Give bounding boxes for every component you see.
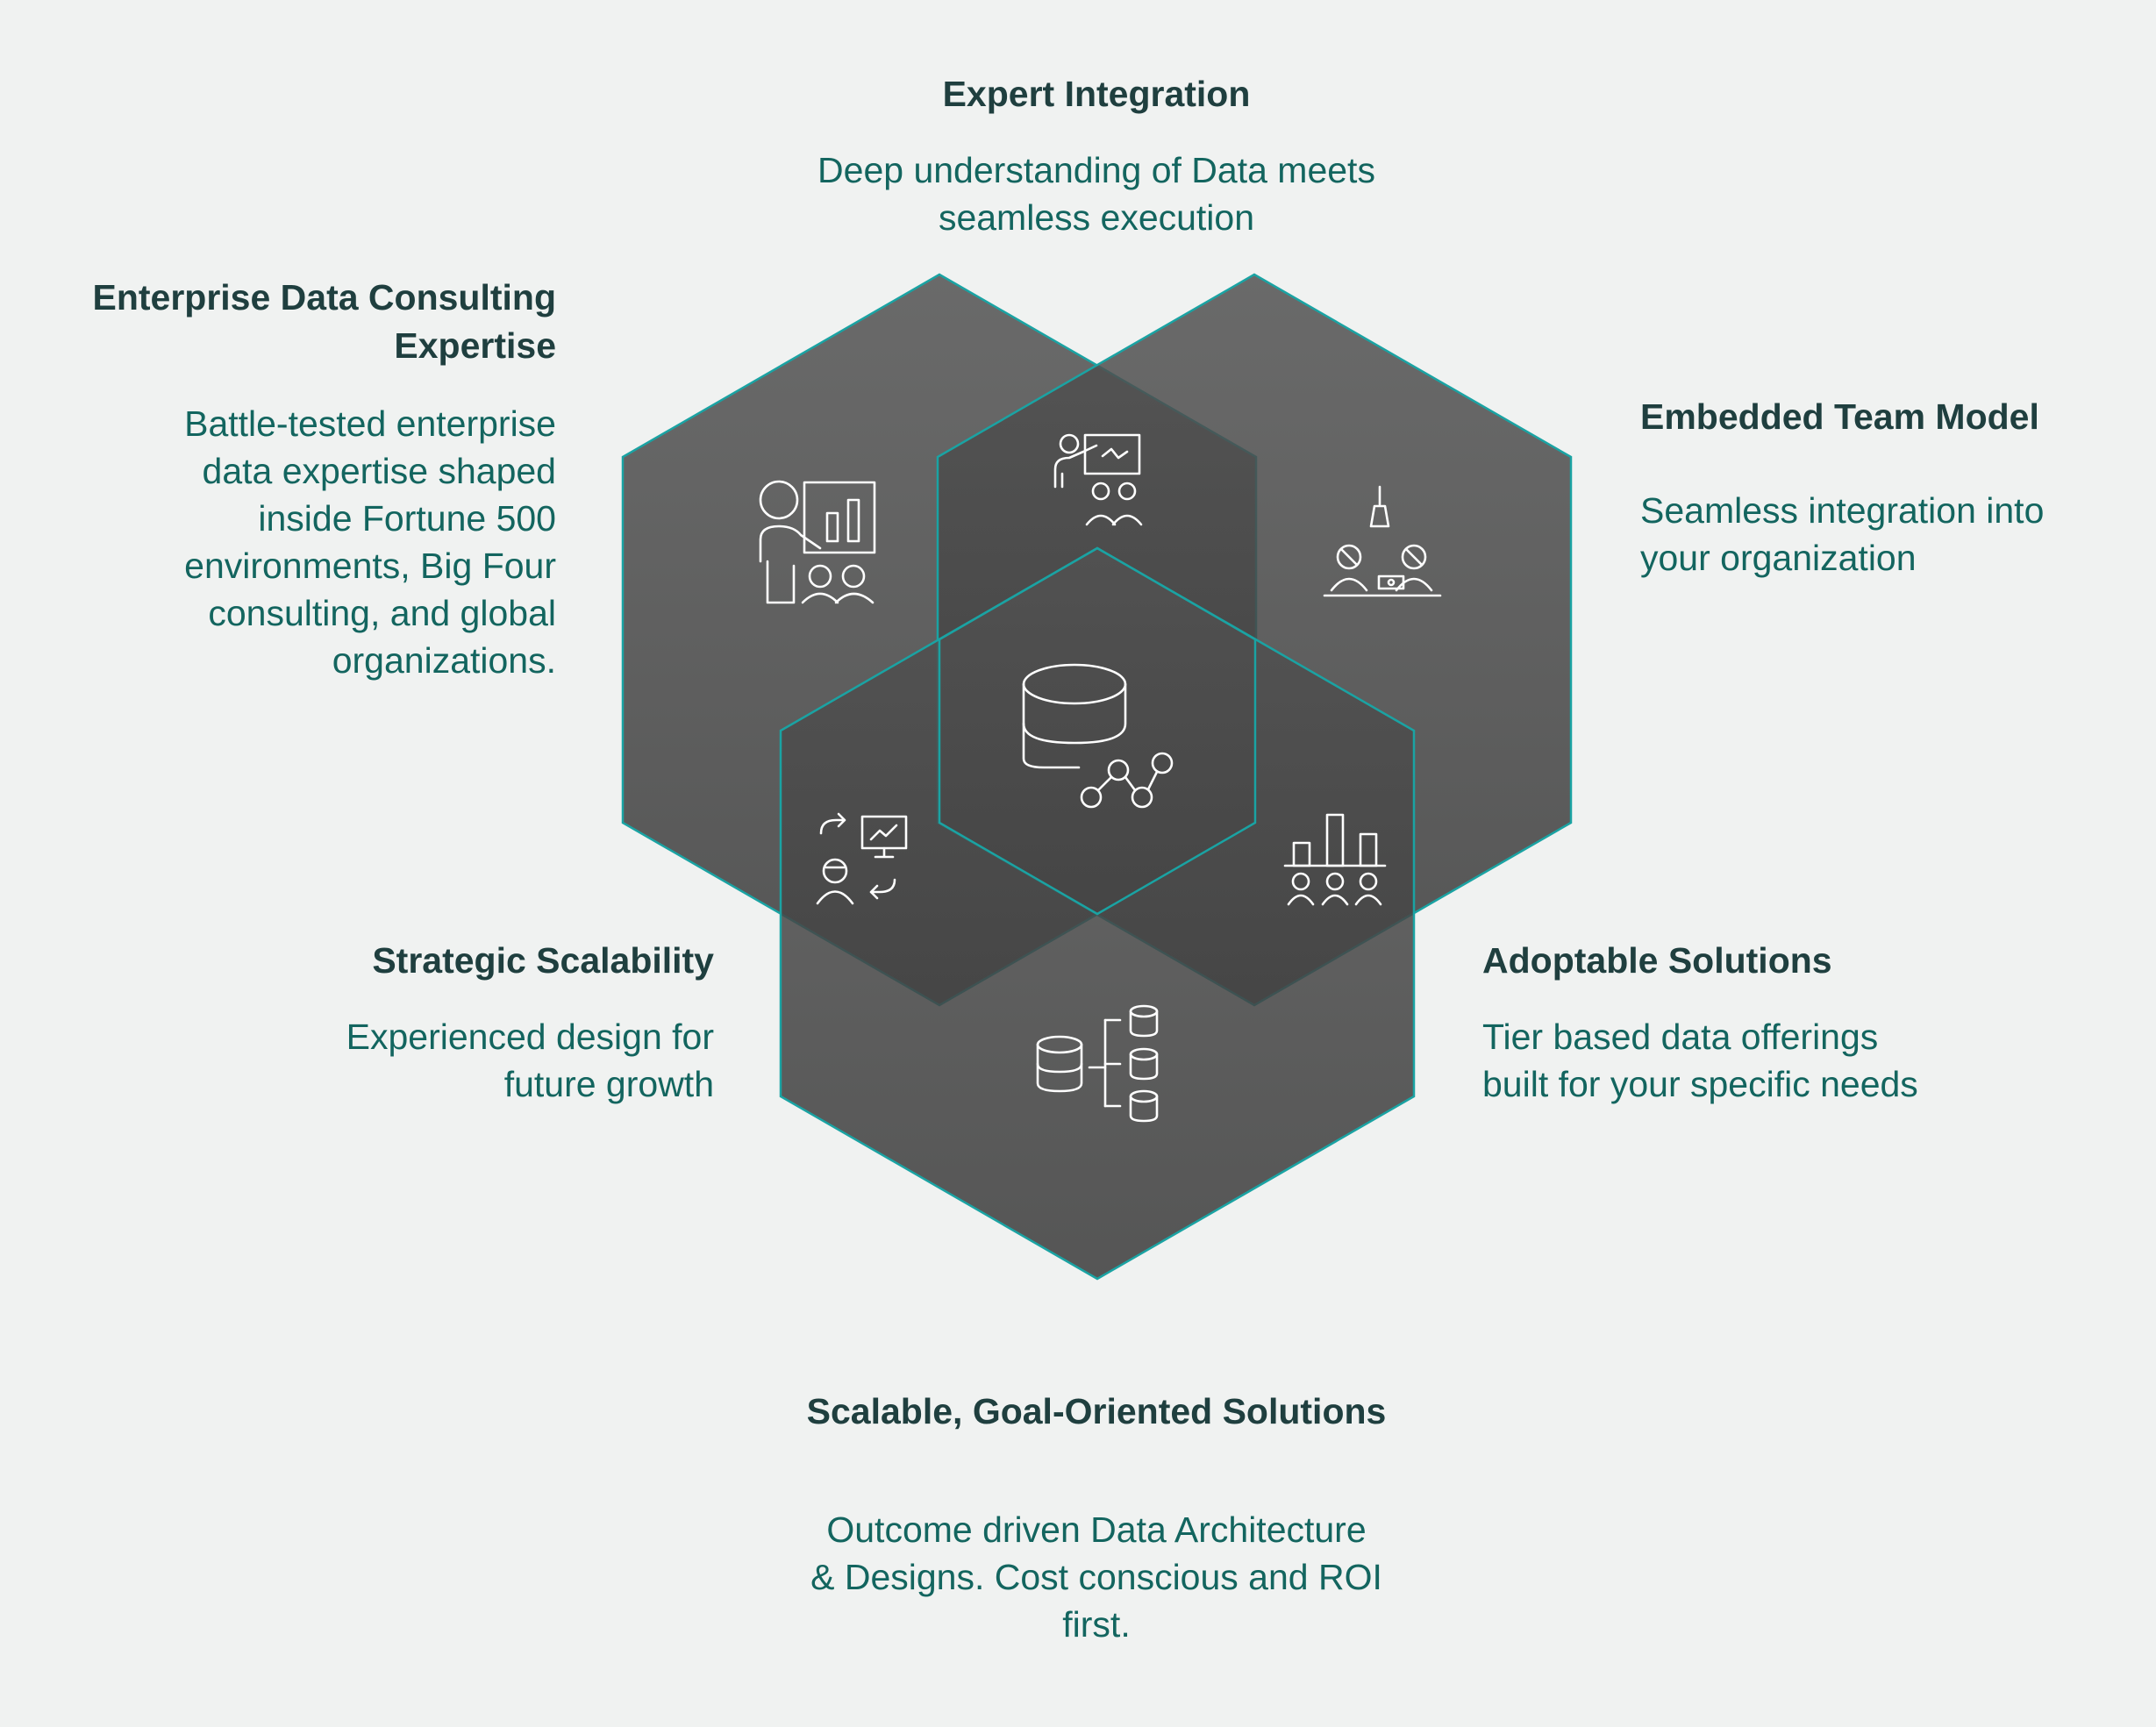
desc-line: Tier based data offerings	[1482, 1017, 1879, 1057]
label-adoptable-solutions: Adoptable Solutions Tier based data offe…	[1482, 937, 2026, 1108]
desc-line: built for your specific needs	[1482, 1064, 1918, 1104]
label-strategic-scalability: Strategic Scalability Experienced design…	[228, 937, 714, 1108]
embedded-team-title: Embedded Team Model	[1640, 396, 2039, 437]
desc-line: seamless execution	[938, 197, 1255, 238]
strategic-scalability-description: Experienced design for future growth	[228, 1013, 714, 1108]
label-enterprise-consulting: Enterprise Data Consulting Expertise Bat…	[53, 274, 556, 684]
goal-oriented-title: Scalable, Goal-Oriented Solutions	[806, 1391, 1387, 1431]
desc-line: Experienced design for	[346, 1017, 714, 1057]
enterprise-consulting-title: Enterprise Data Consulting Expertise	[53, 274, 556, 370]
desc-line: environments, Big Four	[184, 546, 556, 586]
embedded-team-description: Seamless integration into your organizat…	[1640, 487, 2131, 582]
desc-line: inside Fortune 500	[258, 498, 556, 539]
title-line: Enterprise Data Consulting	[92, 277, 556, 318]
database-network-icon	[1022, 663, 1174, 809]
label-embedded-team: Embedded Team Model Seamless integration…	[1640, 393, 2131, 582]
desc-line: & Designs. Cost conscious and ROI	[810, 1557, 1382, 1597]
database-hierarchy-icon	[1036, 1004, 1159, 1123]
desc-line: consulting, and global	[208, 593, 556, 633]
enterprise-consulting-description: Battle-tested enterprise data expertise …	[53, 400, 556, 684]
desc-line: first.	[1062, 1604, 1131, 1645]
desc-line: Battle-tested enterprise	[184, 403, 556, 444]
label-goal-oriented: Scalable, Goal-Oriented Solutions Outcom…	[746, 1388, 1447, 1648]
desc-line: your organization	[1640, 538, 1917, 578]
expert-integration-description: Deep understanding of Data meets seamles…	[746, 146, 1447, 241]
adoptable-solutions-description: Tier based data offerings built for your…	[1482, 1013, 2026, 1108]
strategic-scalability-title: Strategic Scalability	[372, 940, 714, 981]
presenter-audience-icon	[759, 480, 876, 604]
hexagon-center	[938, 546, 1257, 916]
desc-line: Outcome driven Data Architecture	[826, 1509, 1367, 1550]
expert-integration-title: Expert Integration	[942, 74, 1251, 114]
desc-line: future growth	[503, 1064, 714, 1104]
label-expert-integration: Expert Integration Deep understanding of…	[746, 70, 1447, 241]
scalability-cycle-icon	[816, 812, 908, 905]
bar-chart-audience-icon	[1283, 813, 1387, 906]
goal-oriented-description: Outcome driven Data Architecture & Desig…	[746, 1506, 1447, 1648]
presentation-team-icon	[1053, 433, 1143, 526]
adoptable-solutions-title: Adoptable Solutions	[1482, 940, 1832, 981]
desc-line: Seamless integration into	[1640, 490, 2045, 531]
desc-line: data expertise shaped	[202, 451, 556, 491]
title-line: Expertise	[394, 325, 556, 366]
team-meeting-icon	[1323, 485, 1442, 597]
desc-line: Deep understanding of Data meets	[817, 150, 1375, 190]
desc-line: organizations.	[332, 640, 556, 681]
